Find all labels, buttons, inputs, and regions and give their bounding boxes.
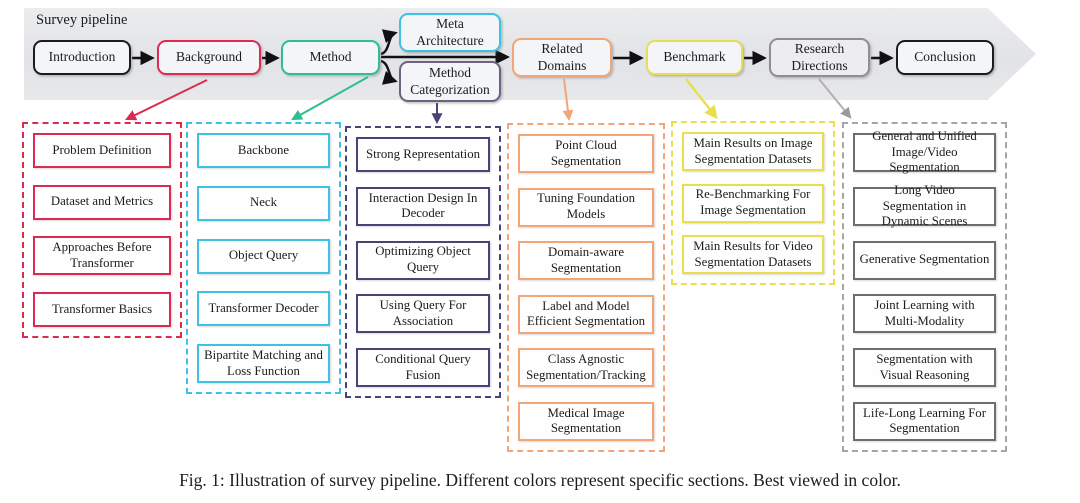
node-meta-architecture: Meta Architecture	[399, 13, 501, 52]
node-background-label: Background	[176, 49, 242, 65]
section-item: Domain-aware Segmentation	[518, 241, 654, 281]
item-label: Interaction Design In Decoder	[368, 190, 478, 221]
section-item: Joint Learning with Multi-Modality	[853, 294, 996, 334]
item-label: Strong Representation	[365, 146, 481, 161]
item-label: Bipartite Matching and Loss Function	[204, 347, 323, 378]
item-label: Point Cloud Segmentation	[550, 137, 622, 168]
node-research-directions-label: Research Directions	[791, 41, 848, 73]
item-label: Dataset and Metrics	[50, 194, 154, 209]
section-item: Class Agnostic Segmentation/Tracking	[518, 348, 654, 388]
branch-method-to-method-categorization	[380, 59, 398, 85]
connector-research-section	[818, 78, 852, 119]
item-label: Object Query	[228, 248, 299, 263]
item-label: Domain-aware Segmentation	[547, 245, 625, 275]
pipeline-title: Survey pipeline	[36, 12, 128, 28]
section-item: Main Results on Image Segmentation Datas…	[682, 132, 824, 171]
item-label: Segmentation with Visual Reasoning	[876, 352, 973, 382]
section-item: Approaches Before Transformer	[33, 236, 171, 276]
node-meta-architecture-label: Meta Architecture	[416, 16, 484, 48]
item-label: Tuning Foundation Models	[536, 191, 635, 222]
section-item: Generative Segmentation	[853, 240, 996, 280]
item-label: Optimizing Object Query	[375, 244, 471, 274]
item-label: Long Video Segmentation in Dynamic Scene…	[881, 182, 968, 229]
section-item: Re-Benchmarking For Image Segmentation	[682, 183, 824, 223]
section-method-categorization: Strong Representation Interaction Design…	[345, 126, 501, 398]
connector-related-domains-section	[562, 78, 574, 122]
section-item: Bipartite Matching and Loss Function	[197, 344, 330, 383]
section-item: Point Cloud Segmentation	[518, 134, 654, 173]
node-conclusion-label: Conclusion	[914, 49, 976, 65]
section-item: Transformer Basics	[33, 291, 171, 327]
connector-benchmark-section	[685, 78, 718, 120]
item-label: Transformer Basics	[51, 301, 153, 316]
item-label: Approaches Before Transformer	[52, 240, 152, 270]
node-benchmark: Benchmark	[646, 40, 743, 75]
section-related-domains: Point Cloud Segmentation Tuning Foundati…	[507, 123, 665, 452]
section-item: Medical Image Segmentation	[518, 401, 654, 441]
section-meta-architecture: Backbone Neck Object Query Transformer D…	[186, 122, 341, 394]
node-introduction-label: Introduction	[48, 49, 116, 65]
figure-caption: Fig. 1: Illustration of survey pipeline.…	[179, 470, 901, 490]
section-item: Strong Representation	[356, 137, 490, 172]
item-label: General and Unified Image/Video Segmenta…	[872, 129, 977, 175]
item-label: Using Query For Association	[379, 298, 467, 328]
node-benchmark-label: Benchmark	[663, 49, 726, 65]
section-item: Tuning Foundation Models	[518, 187, 654, 227]
connector-background-section	[125, 79, 208, 121]
item-label: Generative Segmentation	[859, 252, 990, 267]
node-method: Method	[281, 40, 380, 75]
item-label: Conditional Query Fusion	[375, 351, 471, 382]
connector-method-section	[291, 76, 369, 121]
section-item: Interaction Design In Decoder	[356, 186, 490, 226]
item-label: Main Results for Video Segmentation Data…	[693, 238, 813, 269]
section-item: Backbone	[197, 133, 330, 168]
section-item: Problem Definition	[33, 133, 171, 168]
section-item: Neck	[197, 185, 330, 221]
section-item: Transformer Decoder	[197, 291, 330, 327]
section-item: Long Video Segmentation in Dynamic Scene…	[853, 183, 996, 228]
section-item: Main Results for Video Segmentation Data…	[682, 235, 824, 274]
item-label: Class Agnostic Segmentation/Tracking	[526, 352, 646, 382]
node-introduction: Introduction	[33, 40, 131, 75]
node-method-label: Method	[309, 49, 352, 65]
section-research-directions: General and Unified Image/Video Segmenta…	[842, 122, 1007, 452]
section-item: Life-Long Learning For Segmentation	[853, 401, 996, 441]
item-label: Backbone	[237, 142, 290, 157]
item-label: Main Results on Image Segmentation Datas…	[693, 135, 813, 166]
section-item: Dataset and Metrics	[33, 184, 171, 220]
section-item: Conditional Query Fusion	[356, 348, 490, 387]
item-label: Re-Benchmarking For Image Segmentation	[695, 187, 811, 217]
section-benchmark: Main Results on Image Segmentation Datas…	[671, 121, 835, 285]
section-item: Using Query For Association	[356, 294, 490, 334]
section-item: Optimizing Object Query	[356, 240, 490, 280]
item-label: Transformer Decoder	[208, 300, 319, 315]
item-label: Problem Definition	[52, 142, 152, 157]
node-method-categorization: Method Categorization	[399, 61, 501, 102]
section-item: Segmentation with Visual Reasoning	[853, 348, 996, 388]
item-label: Label and Model Efficient Segmentation	[526, 298, 646, 329]
section-background: Problem Definition Dataset and Metrics A…	[22, 122, 182, 338]
node-related-domains: Related Domains	[512, 38, 612, 77]
item-label: Life-Long Learning For Segmentation	[863, 405, 986, 436]
item-label: Neck	[250, 195, 277, 210]
branch-method-to-meta-architecture	[380, 29, 398, 56]
node-conclusion: Conclusion	[896, 40, 994, 75]
section-item: Label and Model Efficient Segmentation	[518, 294, 654, 334]
node-research-directions: Research Directions	[769, 38, 870, 77]
item-label: Joint Learning with Multi-Modality	[874, 298, 975, 328]
node-background: Background	[157, 40, 261, 75]
item-label: Medical Image Segmentation	[547, 405, 625, 436]
section-item: Object Query	[197, 238, 330, 274]
node-method-categorization-label: Method Categorization	[410, 65, 490, 97]
section-item: General and Unified Image/Video Segmenta…	[853, 129, 996, 174]
node-related-domains-label: Related Domains	[537, 41, 587, 73]
